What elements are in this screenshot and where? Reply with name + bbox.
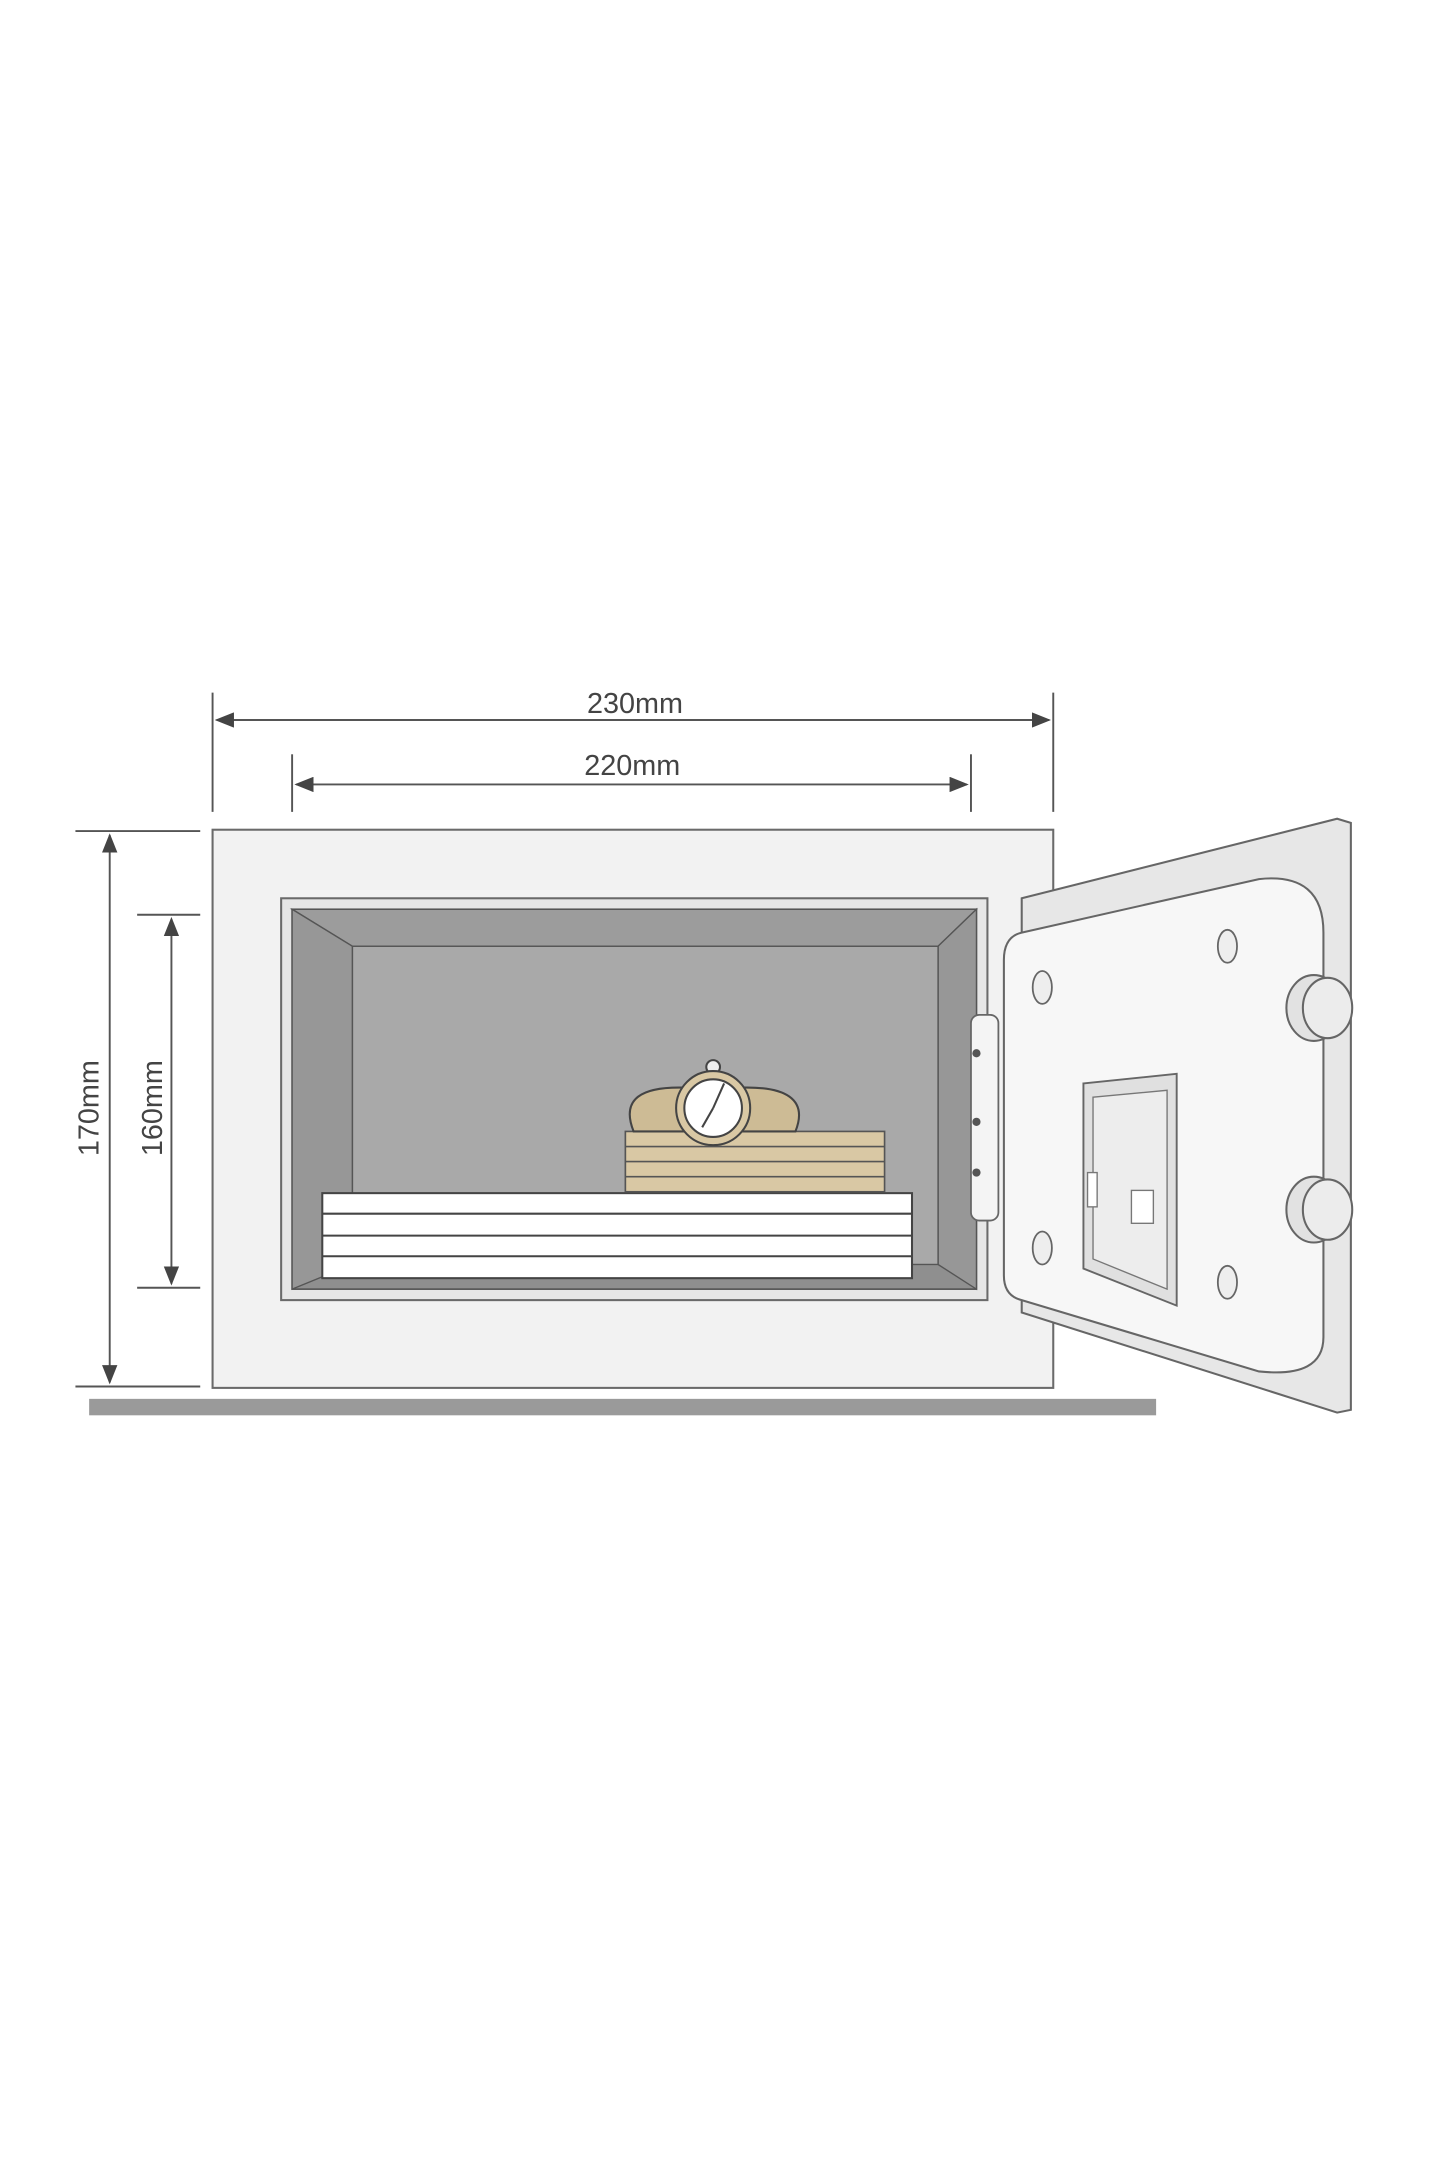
outer-width-dimension: 230mm: [211, 688, 1055, 812]
watch-icon: [628, 1059, 801, 1147]
inner-height-dimension: 160mm: [137, 913, 201, 1289]
safe-door: [1002, 817, 1354, 1414]
door-hinge: [970, 1013, 1000, 1222]
document-stack: [321, 1192, 914, 1280]
outer-width-label: 230mm: [587, 688, 683, 720]
outer-height-label: 170mm: [74, 1060, 106, 1156]
keypad-panel: [1082, 1072, 1178, 1308]
inner-height-label: 160mm: [137, 1060, 169, 1156]
inner-width-dimension: 220mm: [291, 750, 972, 812]
door-screws: [1031, 928, 1238, 1300]
inner-width-label: 220mm: [584, 750, 680, 782]
floor-shelf: [89, 1398, 1157, 1416]
locking-bolts: [1285, 974, 1354, 1244]
gold-stack: [624, 1130, 886, 1193]
outer-height-dimension: 170mm: [74, 830, 201, 1388]
